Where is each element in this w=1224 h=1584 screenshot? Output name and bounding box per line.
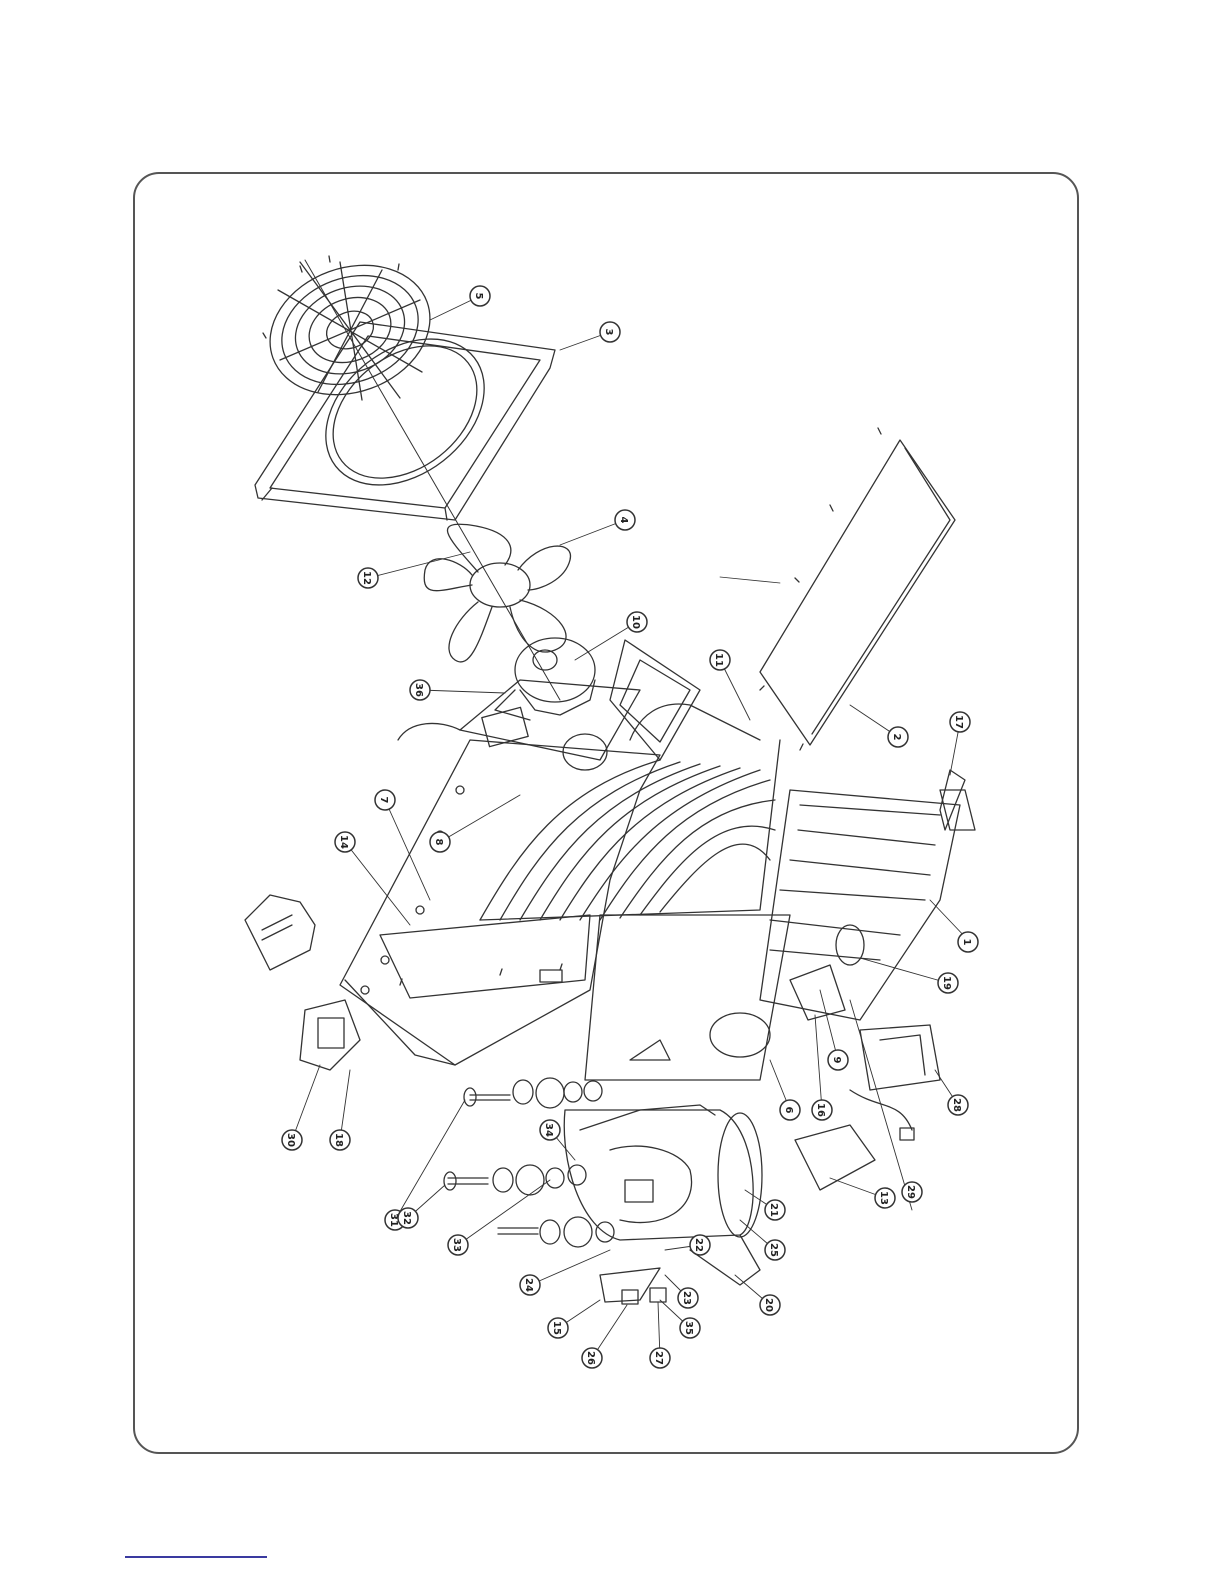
callout-34: 34 [540,1120,560,1140]
callout-21: 21 [765,1200,785,1220]
callout-18: 18 [330,1130,350,1150]
svg-text:21: 21 [768,1203,779,1217]
svg-text:29: 29 [905,1185,916,1199]
callout-30: 30 [282,1130,302,1150]
callout-1: 1 [958,932,978,952]
svg-text:33: 33 [451,1238,462,1252]
callout-2: 2 [888,727,908,747]
callout-11: 11 [710,650,730,670]
svg-text:7: 7 [378,797,389,804]
svg-text:1: 1 [961,939,972,946]
svg-text:8: 8 [433,839,444,846]
svg-text:31: 31 [388,1213,399,1227]
callout-3: 3 [600,322,620,342]
svg-text:6: 6 [783,1107,794,1114]
svg-text:26: 26 [585,1351,596,1365]
callout-6: 6 [780,1100,800,1120]
footer-link-rule [125,1556,267,1558]
callout-15: 15 [548,1318,568,1338]
callout-12: 12 [358,568,378,588]
svg-text:4: 4 [618,517,629,524]
callout-10: 10 [627,612,647,632]
svg-text:2: 2 [891,734,902,741]
callout-24: 24 [520,1275,540,1295]
svg-text:10: 10 [630,615,641,629]
callout-9: 9 [828,1050,848,1070]
svg-text:17: 17 [953,715,964,729]
callout-13: 13 [875,1188,895,1208]
svg-text:25: 25 [768,1243,779,1257]
svg-text:18: 18 [333,1133,344,1147]
callout-32: 32 [398,1208,418,1228]
svg-text:27: 27 [653,1351,664,1365]
callout-27: 27 [650,1348,670,1368]
callout-14: 14 [335,832,355,852]
svg-text:35: 35 [683,1321,694,1335]
svg-text:20: 20 [763,1298,774,1312]
svg-text:14: 14 [338,835,349,849]
callout-28: 28 [948,1095,968,1115]
svg-text:36: 36 [413,683,424,697]
callout-29: 29 [902,1182,922,1202]
svg-text:32: 32 [401,1211,412,1225]
svg-text:19: 19 [941,976,952,990]
svg-text:3: 3 [603,329,614,336]
callout-19: 19 [938,973,958,993]
svg-text:30: 30 [285,1133,296,1147]
callout-16: 16 [812,1100,832,1120]
svg-text:9: 9 [831,1057,842,1064]
svg-text:28: 28 [951,1098,962,1112]
callout-35: 35 [680,1318,700,1338]
callout-33: 33 [448,1235,468,1255]
callout-17: 17 [950,712,970,732]
svg-text:22: 22 [693,1238,704,1252]
svg-text:23: 23 [681,1291,692,1305]
svg-text:11: 11 [713,653,724,667]
svg-text:13: 13 [878,1191,889,1205]
callout-25: 25 [765,1240,785,1260]
svg-text:15: 15 [551,1321,562,1335]
callout-7: 7 [375,790,395,810]
callout-26: 26 [582,1348,602,1368]
callout-4: 4 [615,510,635,530]
callout-22: 22 [690,1235,710,1255]
callout-20: 20 [760,1295,780,1315]
callout-5: 5 [470,286,490,306]
callout-36: 36 [410,680,430,700]
svg-text:5: 5 [473,293,484,300]
callout-8: 8 [430,832,450,852]
svg-text:24: 24 [523,1278,534,1292]
callout-23: 23 [678,1288,698,1308]
svg-text:34: 34 [543,1123,554,1137]
svg-text:16: 16 [815,1103,826,1117]
svg-text:12: 12 [361,571,372,585]
